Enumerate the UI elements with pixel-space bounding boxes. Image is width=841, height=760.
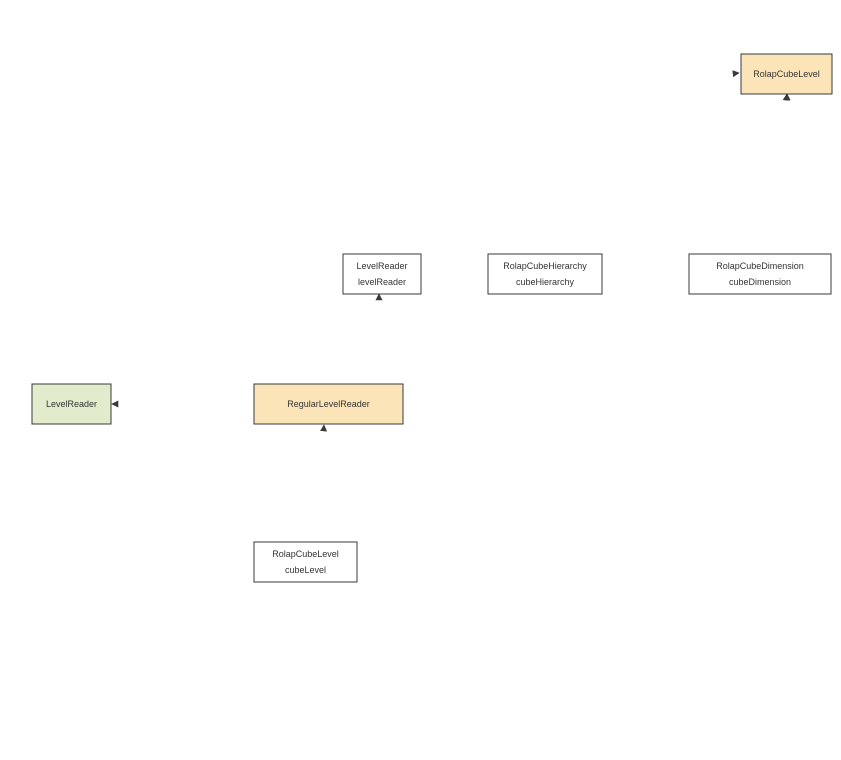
node-cube-level-field-box <box>253 541 358 583</box>
node-cube-level-field-name: cubeLevel <box>285 565 326 575</box>
node-rolap-cube-level-label: RolapCubeLevel <box>753 69 820 79</box>
edge-levelreader-to-rolapcubelevel <box>782 93 790 101</box>
edge-offscreen-top-right <box>788 0 801 53</box>
node-cube-dimension-field-name: cubeDimension <box>729 277 791 287</box>
node-cube-level-field-type: RolapCubeLevel <box>272 549 339 559</box>
edge-cubelevel-to-rolapcubelevel <box>732 70 740 78</box>
node-level-reader-interface[interactable]: LevelReader <box>31 383 112 425</box>
node-cube-dimension-field[interactable]: RolapCubeDimension cubeDimension <box>688 253 832 295</box>
edge-cubehierarchy-to-rolapcubelevel <box>783 93 791 101</box>
node-rolap-cube-level-box <box>740 53 833 95</box>
node-cube-level-field[interactable]: RolapCubeLevel cubeLevel <box>253 541 358 583</box>
node-level-reader-field-type: LevelReader <box>356 261 407 271</box>
node-regular-level-reader[interactable]: RegularLevelReader <box>253 383 404 425</box>
edge-offscreen-top-left <box>776 0 785 53</box>
node-rolap-cube-level[interactable]: RolapCubeLevel <box>740 53 833 95</box>
node-cube-hierarchy-field-type: RolapCubeHierarchy <box>503 261 587 271</box>
node-level-reader-field[interactable]: LevelReader levelReader <box>342 253 422 295</box>
node-level-reader-field-box <box>342 253 422 295</box>
node-cube-hierarchy-field-box <box>487 253 603 295</box>
edge-cubedimension-to-rolapcubelevel <box>783 93 791 101</box>
node-level-reader-interface-box <box>31 383 112 425</box>
nodes: RolapCubeLevel LevelReader levelReader R… <box>31 53 833 583</box>
node-regular-level-reader-label: RegularLevelReader <box>287 399 370 409</box>
node-cube-dimension-field-type: RolapCubeDimension <box>716 261 804 271</box>
edge-regularlevelreader-to-levelreader-field <box>375 293 383 301</box>
node-cube-hierarchy-field-name: cubeHierarchy <box>516 277 575 287</box>
node-cube-dimension-field-box <box>688 253 832 295</box>
node-level-reader-interface-label: LevelReader <box>46 399 97 409</box>
node-regular-level-reader-box <box>253 383 404 425</box>
edge-cubelevel-to-regularlevelreader <box>320 424 328 432</box>
node-level-reader-field-name: levelReader <box>358 277 406 287</box>
node-cube-hierarchy-field[interactable]: RolapCubeHierarchy cubeHierarchy <box>487 253 603 295</box>
edges <box>111 0 801 432</box>
